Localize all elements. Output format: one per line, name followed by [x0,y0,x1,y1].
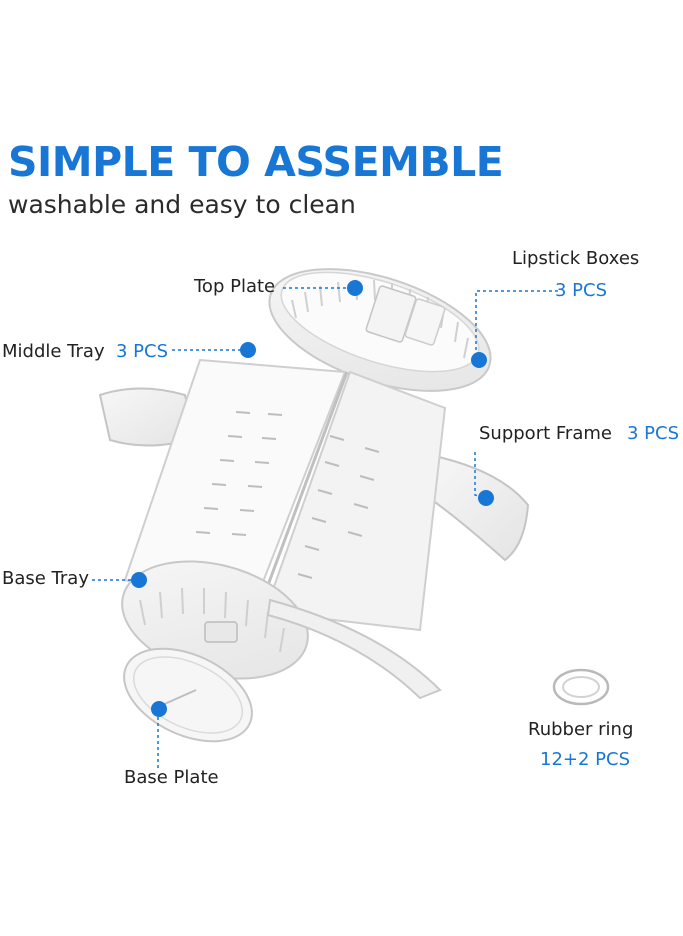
support-frame-qty: 3 PCS [627,423,680,444]
rubber-ring-label: Rubber ring [528,719,634,740]
callout-dots [131,280,494,717]
top-plate-label: Top Plate [194,276,276,297]
subheadline: washable and easy to clean [8,190,356,219]
rubber-ring-image [552,668,610,706]
support-frame-image [123,358,447,632]
support-frame-label: Support Frame [479,423,612,444]
lipstick-boxes-qty: 3 PCS [555,280,608,301]
middle-tray-qty: 3 PCS [116,341,169,362]
middle-tray-image [98,387,530,562]
headline: SIMPLE TO ASSEMBLE [8,138,504,186]
base-tray-label: Base Tray [2,568,89,589]
rubber-ring-qty: 12+2 PCS [540,749,631,770]
base-plate-image [123,647,253,743]
middle-tray-label: Middle Tray [2,341,105,362]
lipstick-boxes-label: Lipstick Boxes [512,248,640,269]
base-plate-label: Base Plate [124,767,219,788]
